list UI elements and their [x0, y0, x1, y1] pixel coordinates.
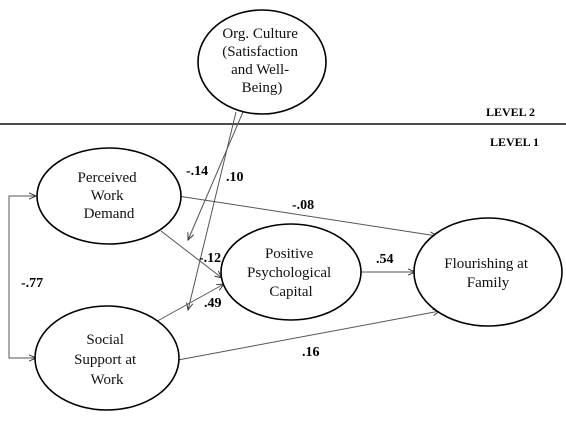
level-1-label: LEVEL 1	[490, 135, 539, 149]
node-perceived-work-demand-line-2: Work	[91, 188, 124, 204]
coef-demand-support-correlation: -.77	[21, 276, 43, 291]
node-social-support-line-1: Social	[86, 332, 124, 348]
node-flourishing-line-1: Flourishing at	[444, 256, 529, 272]
correlation-bracket	[8, 196, 36, 358]
svg-text:Social Support at: Social Support at Work	[74, 332, 140, 388]
node-social-support-line-2: Support at	[74, 352, 137, 368]
svg-text:Perceived Work Dem: Perceived Work Demand	[78, 170, 141, 222]
node-org-culture-line-1: Org. Culture	[222, 26, 298, 42]
node-flourishing-at-family: Flourishing at Family	[413, 217, 563, 327]
arrow-support-to-capital	[151, 284, 224, 325]
node-capital-line-2: Psychological	[247, 265, 331, 281]
node-positive-psychological-capital-shape	[220, 223, 362, 321]
arrow-org-to-support-path	[188, 111, 237, 310]
node-positive-psychological-capital: Positive Psychological Capital	[220, 223, 362, 321]
node-org-culture-line-2: (Satisfaction	[222, 44, 298, 60]
node-perceived-work-demand-line-3: Demand	[84, 206, 135, 222]
node-org-culture-line-4: Being)	[242, 80, 283, 96]
node-org-culture-shape	[197, 9, 327, 115]
node-perceived-work-demand-shape	[36, 147, 182, 245]
svg-text:Org. Culture (Satisfacti: Org. Culture (Satisfaction and Well- Bei…	[222, 26, 302, 96]
coef-capital-to-flourishing: .54	[376, 252, 394, 267]
node-perceived-work-demand-line-1: Perceived	[78, 170, 138, 186]
coef-org-to-demand-path: -.14	[186, 164, 208, 179]
node-social-support: Social Support at Work	[34, 305, 180, 411]
node-social-support-line-3: Work	[91, 372, 124, 388]
coef-demand-to-capital: -.12	[199, 251, 221, 266]
node-flourishing-line-2: Family	[467, 275, 510, 291]
node-capital-line-1: Positive	[265, 246, 314, 262]
arrow-support-to-flourishing	[177, 311, 440, 361]
node-org-culture-line-3: and Well-	[231, 62, 289, 78]
coef-support-to-flourishing: .16	[302, 345, 320, 360]
coef-demand-to-flourishing: -.08	[292, 198, 314, 213]
node-capital-line-3: Capital	[269, 284, 312, 300]
arrow-demand-to-flourishing	[177, 195, 437, 236]
node-flourishing-shape	[413, 217, 563, 327]
svg-text:Flourishing at Family: Flourishing at Family	[444, 256, 532, 291]
coef-support-to-capital: .49	[204, 296, 222, 311]
level-2-label: LEVEL 2	[486, 105, 535, 119]
node-org-culture: Org. Culture (Satisfaction and Well- Bei…	[197, 9, 327, 115]
svg-text:Positive Psychological: Positive Psychological Capital	[247, 246, 335, 300]
node-social-support-shape	[34, 305, 180, 411]
arrows	[8, 111, 440, 361]
node-perceived-work-demand: Perceived Work Demand	[36, 147, 182, 245]
arrow-org-to-demand-path	[188, 111, 244, 240]
arrow-demand-to-capital	[160, 230, 222, 278]
coef-org-to-support-path: .10	[226, 170, 244, 185]
